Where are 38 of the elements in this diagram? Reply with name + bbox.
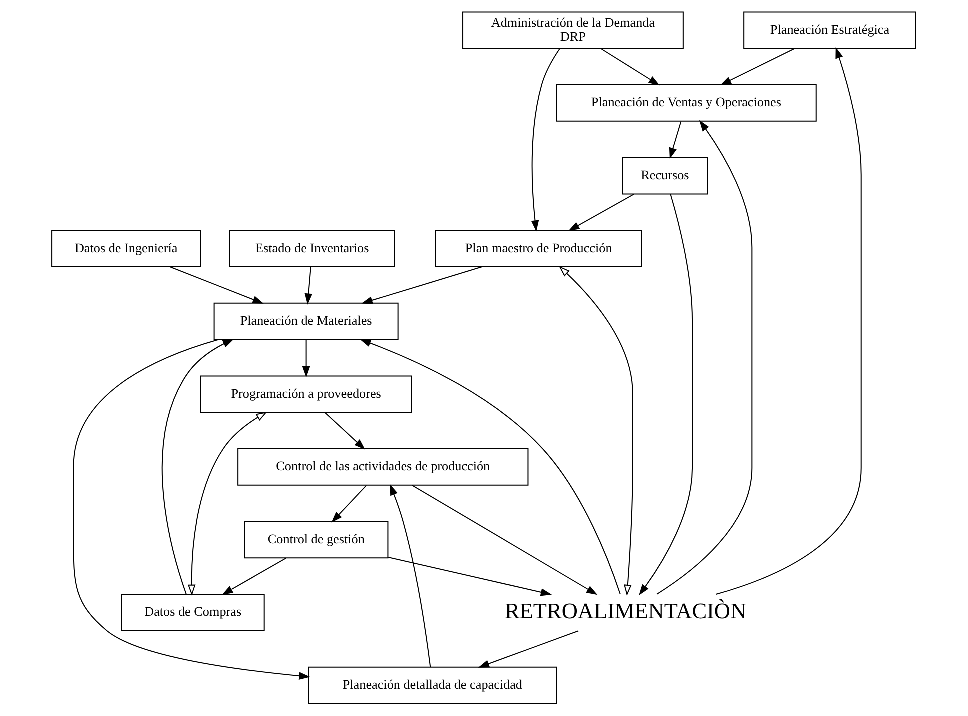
arrow (639, 194, 694, 596)
node-box: Plan maestro de Producción (435, 230, 642, 268)
arrow (360, 339, 621, 594)
arrow (390, 484, 432, 668)
arrow (324, 412, 366, 450)
node-box: Control de gestión (244, 521, 389, 559)
arrow (600, 48, 660, 86)
arrow (656, 120, 753, 595)
arrow (669, 122, 682, 160)
node-box: Recursos (622, 157, 708, 195)
arrow (188, 412, 268, 596)
node-box: Planeación Estratégica (744, 12, 916, 50)
node-box: Planeación de Ventas y Operaciones (556, 84, 817, 122)
arrow (362, 266, 482, 304)
arrow (162, 339, 234, 594)
arrow (478, 630, 579, 668)
arrow (720, 48, 796, 86)
node-box: Control de las actividades de producción (238, 448, 529, 486)
arrow (388, 557, 552, 596)
arrow (559, 266, 634, 596)
arrow (302, 340, 310, 378)
arrow (568, 194, 635, 232)
arrow (170, 266, 264, 304)
node-box: Datos de Compras (121, 594, 265, 632)
arrow (304, 267, 312, 305)
arrow (716, 47, 862, 595)
node-box: Planeación de Materiales (214, 302, 399, 340)
node-box: Programación a proveedores (200, 376, 412, 414)
node-box: Planeación detallada de capacidad (308, 666, 558, 704)
arrow (73, 339, 310, 680)
node-box: Estado de Inventarios (229, 230, 396, 268)
node-text: RETROALIMENTACIÒN (505, 598, 747, 624)
arrow (332, 485, 368, 523)
arrow (412, 485, 598, 596)
arrow (531, 48, 560, 232)
node-box: Administración de la Demanda DRP (462, 12, 684, 50)
node-box: Datos de Ingeniería (52, 230, 202, 268)
arrow (222, 558, 286, 596)
